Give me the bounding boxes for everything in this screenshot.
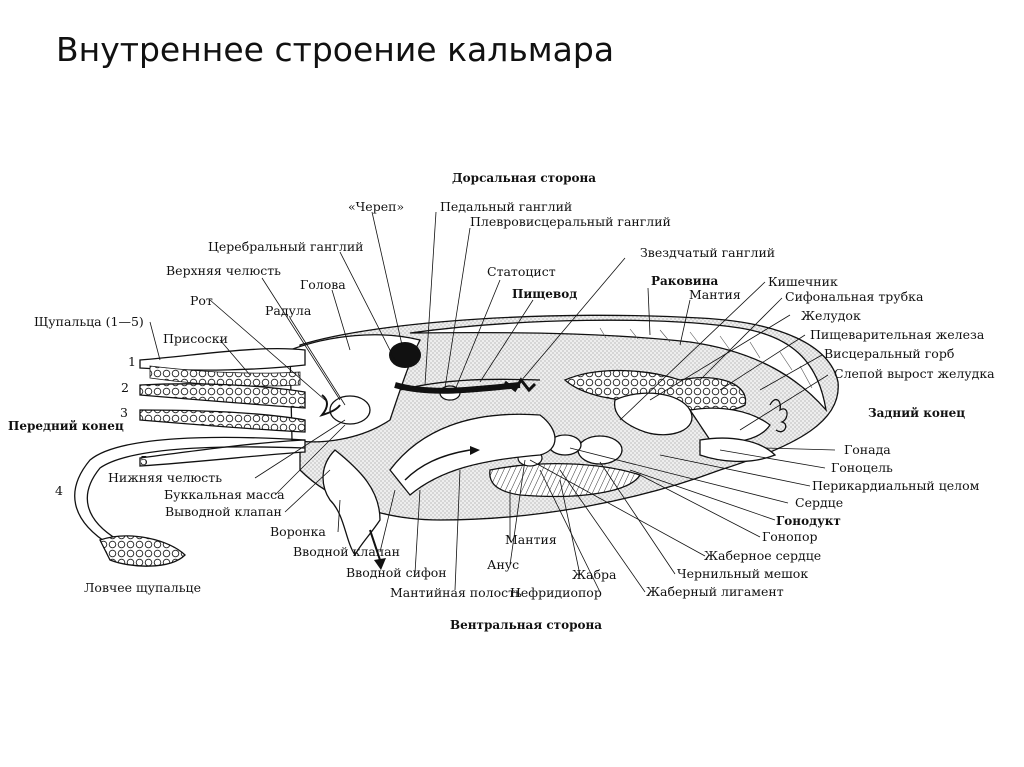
label-stomach: Желудок <box>801 308 861 323</box>
label-posterior: Задний конец <box>868 406 965 420</box>
water-flow-arrow-head <box>374 558 386 570</box>
label-inlet-siphon: Вводной сифон <box>346 565 447 580</box>
squid-body <box>289 314 839 570</box>
label-upper-jaw: Верхняя челюсть <box>166 263 281 278</box>
label-gill-ligament: Жаберный лигамент <box>646 584 784 599</box>
label-dorsal: Дорсальная сторона <box>452 171 596 185</box>
arm-number-1: 1 <box>128 354 136 369</box>
label-siphon-tube: Сифональная трубка <box>785 289 924 304</box>
label-buccal-mass: Буккальная масса <box>164 487 285 502</box>
buccal-mass-organ <box>329 395 371 425</box>
label-inlet-valve: Вводной клапан <box>293 544 400 559</box>
label-stellate-ganglion: Звездчатый ганглий <box>640 245 775 260</box>
label-mantle-bottom: Мантия <box>505 532 557 547</box>
label-tentacle-club: Ловчее щупальце <box>84 580 201 595</box>
orientation-labels: Дорсальная сторона Вентральная сторона П… <box>8 171 965 632</box>
arm-1 <box>139 348 306 371</box>
nerve-chain <box>394 382 521 394</box>
label-intestine: Кишечник <box>768 274 838 289</box>
arms <box>74 348 306 567</box>
tail-fin <box>769 398 788 433</box>
funnel-organ <box>322 449 381 557</box>
label-pedal-ganglion: Педальный ганглий <box>440 199 572 214</box>
water-flow-arrow-2-head <box>470 446 480 455</box>
label-gill: Жабра <box>572 567 617 582</box>
label-visceral-hump: Висцеральный горб <box>824 346 954 361</box>
arm-number-3: 3 <box>120 405 128 420</box>
label-outlet-valve: Выводной клапан <box>165 504 282 519</box>
arm-number-4: 4 <box>55 483 63 498</box>
label-mantle-cavity: Мантийная полость <box>390 585 522 600</box>
label-mouth: Рот <box>190 293 213 308</box>
label-funnel: Воронка <box>270 524 326 539</box>
label-tentacles: Щупальца (1—5) <box>34 314 144 329</box>
arm-2 <box>139 383 306 409</box>
label-shell: Раковина <box>651 274 718 288</box>
label-gonopore: Гонопор <box>762 529 818 544</box>
tentacle-4 <box>74 436 306 546</box>
arm-1-suckers <box>149 365 301 387</box>
label-head: Голова <box>300 277 346 292</box>
label-branchial-heart: Жаберное сердце <box>704 548 821 563</box>
label-skull: «Череп» <box>348 199 404 214</box>
label-digestive-gland: Пищеварительная железа <box>810 327 985 342</box>
label-ventral: Вентральная сторона <box>450 618 602 632</box>
shell-pen <box>409 319 828 413</box>
leader-lines <box>149 211 836 593</box>
shell-hatching <box>599 327 813 389</box>
arm-number-5: 5 <box>140 453 148 468</box>
label-anus: Анус <box>487 557 519 572</box>
label-cerebral-ganglion: Церебральный ганглий <box>208 239 364 254</box>
label-radula: Радула <box>265 303 312 318</box>
label-ink-sac: Чернильный мешок <box>677 566 808 581</box>
label-pericardial-coelom: Перикардиальный целом <box>812 478 980 493</box>
jaw-beak <box>319 394 341 417</box>
water-flow-arrow-2 <box>404 449 471 481</box>
arm-number-2: 2 <box>121 380 129 395</box>
mantle-cavity-organ <box>389 413 556 496</box>
label-gonoduct: Гонодукт <box>776 514 841 528</box>
label-gonocoel: Гоноцель <box>831 460 893 475</box>
stomach-organ <box>613 392 693 436</box>
tentacle-club-organ <box>99 535 186 567</box>
arm-3 <box>139 409 306 433</box>
label-heart: Сердце <box>795 495 843 510</box>
label-suckers: Присоски <box>163 331 228 346</box>
structure-labels: «Череп» Педальный ганглий Плевровисцерал… <box>34 199 995 600</box>
stellate-ganglion-organ <box>504 377 537 393</box>
tentacle-4-inner <box>86 446 306 541</box>
arm-number-labels: 1 2 3 5 4 <box>55 354 148 498</box>
label-nephridiopore: Нефридиопор <box>510 585 602 600</box>
label-pleurovisceral-ganglion: Плевровисцеральный ганглий <box>470 214 671 229</box>
label-gonad: Гонада <box>844 442 891 457</box>
water-flow-arrow <box>369 529 381 561</box>
label-esophagus: Пищевод <box>512 287 577 301</box>
label-mantle-top: Мантия <box>689 287 741 302</box>
gonad-organ <box>699 437 777 463</box>
label-caecum: Слепой вырост желудка <box>834 366 995 381</box>
skull-ganglion <box>389 342 421 368</box>
slide-title: Внутреннее строение кальмара <box>56 30 615 69</box>
gill-organ <box>489 463 641 498</box>
label-anterior: Передний конец <box>8 419 124 433</box>
label-lower-jaw: Нижняя челюсть <box>108 470 222 485</box>
label-statocyst: Статоцист <box>487 264 556 279</box>
